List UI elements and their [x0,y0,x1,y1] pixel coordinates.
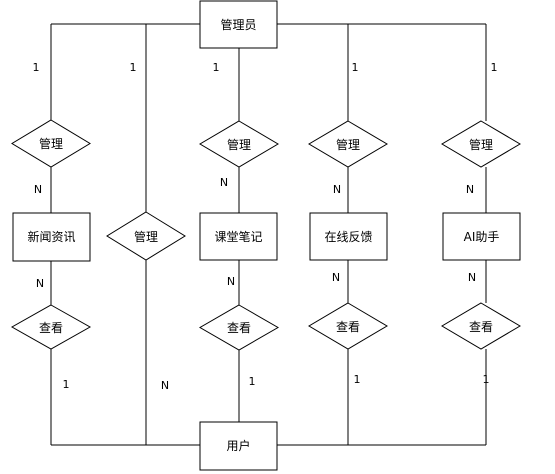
card-notes-view-n: N [227,275,235,288]
card-manage-ai-n: N [466,183,474,196]
relation-manage-user-label: 管理 [134,229,158,244]
relation-view-ai: 查看 [441,302,521,350]
card-manage-user-n: N [161,379,169,392]
card-manage-notes-n: N [220,176,228,189]
relation-view-news: 查看 [10,304,92,350]
card-view-feedback-user: 1 [354,373,361,386]
relation-view-feedback-label: 查看 [336,320,360,334]
relation-view-news-label: 查看 [39,321,63,335]
card-admin-feedback: 1 [352,61,359,74]
entity-notes-label: 课堂笔记 [214,229,262,244]
card-admin-user: 1 [130,61,137,74]
relation-manage-news-label: 管理 [39,136,63,151]
entity-feedback-label: 在线反馈 [324,230,372,244]
entity-admin: 管理员 [199,0,278,49]
entity-admin-label: 管理员 [220,17,256,32]
card-view-news-user: 1 [63,378,70,391]
relation-manage-notes: 管理 [199,120,279,168]
entity-ai-label: AI助手 [464,230,500,244]
card-manage-feedback-n: N [333,183,341,196]
cardinality-labels: 1 1 1 1 1 N N N N N N N N 1 N 1 1 1 [33,61,498,392]
card-admin-ai: 1 [491,61,498,74]
relation-manage-notes-label: 管理 [227,137,251,152]
relation-view-notes-label: 查看 [227,321,251,335]
card-admin-news: 1 [33,61,40,74]
entity-user: 用户 [199,421,278,471]
entity-ai: AI助手 [442,212,521,261]
entity-news-label: 新闻资讯 [27,229,75,244]
relation-manage-ai-label: 管理 [469,137,493,152]
card-admin-notes: 1 [213,61,220,74]
card-news-view-n: N [36,277,44,290]
relation-manage-user: 管理 [106,211,186,261]
relation-view-notes: 查看 [198,304,280,351]
card-view-notes-user: 1 [249,375,256,388]
relation-manage-news: 管理 [11,119,91,168]
entity-news: 新闻资讯 [12,212,91,262]
card-view-ai-user: 1 [483,373,490,386]
relation-manage-feedback: 管理 [308,120,388,168]
card-feedback-view-n: N [332,271,340,284]
entity-feedback: 在线反馈 [309,212,388,261]
entity-user-label: 用户 [226,438,250,453]
card-manage-news-n: N [34,183,42,196]
edges [50,23,487,446]
relation-manage-feedback-label: 管理 [336,137,360,152]
relation-view-feedback: 查看 [308,302,388,350]
relation-manage-ai: 管理 [441,120,521,168]
relation-view-ai-label: 查看 [469,320,493,334]
card-ai-view-n: N [468,271,476,284]
entity-notes: 课堂笔记 [199,212,278,261]
